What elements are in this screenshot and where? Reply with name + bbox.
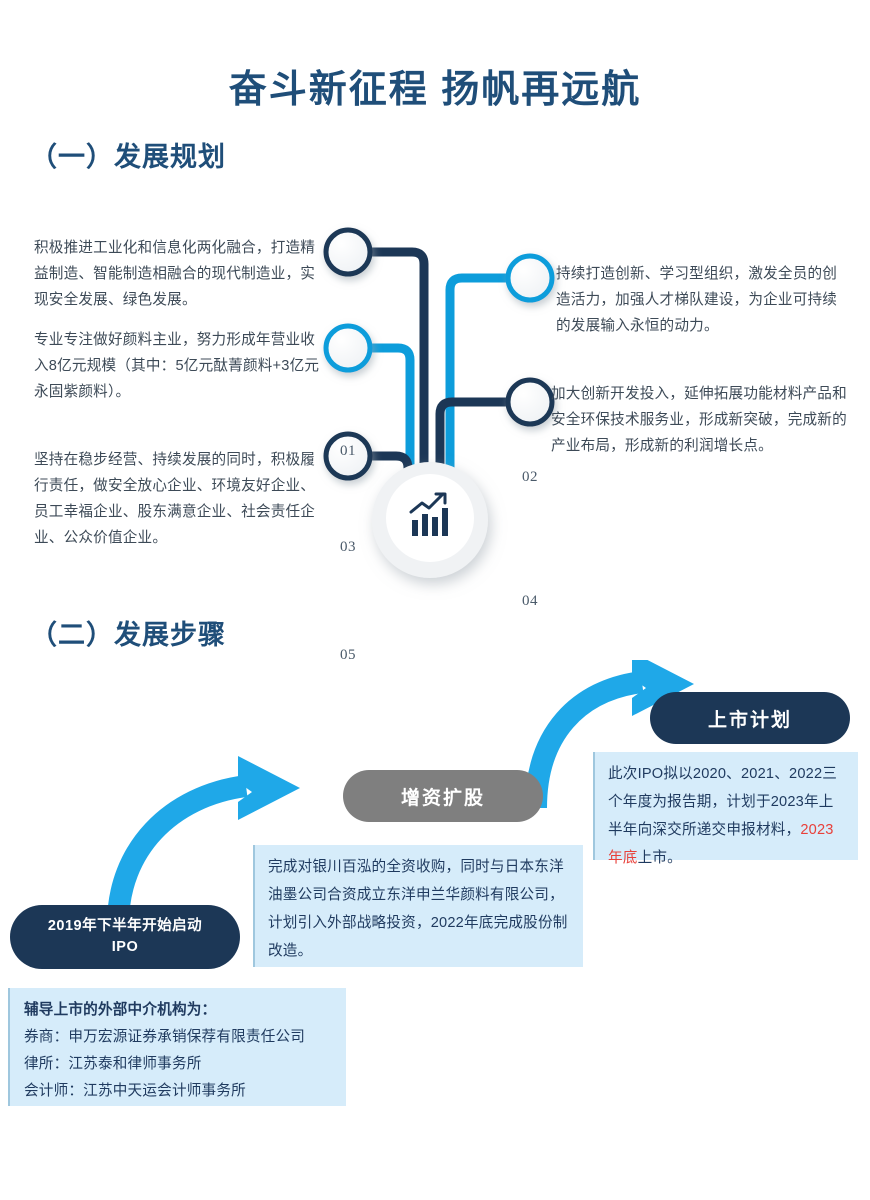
listing-text-part2: 上市。	[637, 850, 682, 867]
intermediary-agencies-box: 辅导上市的外部中介机构为： 券商：申万宏源证券承销保荐有限责任公司 律所：江苏泰…	[8, 988, 346, 1106]
plan-node-03[interactable]	[323, 323, 373, 373]
growth-bar-chart-icon	[409, 492, 448, 536]
ipo-start-line2: IPO	[111, 939, 139, 955]
step-pill-capital-increase[interactable]: 增资扩股	[343, 770, 543, 822]
plan-connector-lines	[323, 227, 555, 578]
plan-node-01[interactable]	[323, 227, 373, 277]
agencies-title: 辅导上市的外部中介机构为：	[24, 1002, 217, 1018]
capital-increase-info-box: 完成对银川百泓的全资收购，同时与日本东洋油墨公司合资成立东洋申兰华颜料有限公司，…	[253, 845, 583, 967]
plan-node-02[interactable]	[505, 253, 555, 303]
agencies-accountant: 会计师：江苏中天运会计师事务所	[24, 1082, 246, 1099]
section-heading-development-plan: （一）发展规划	[30, 142, 226, 172]
ipo-start-line1: 2019年下半年开始启动	[47, 917, 203, 934]
agencies-law-firm: 律所：江苏泰和律师事务所	[24, 1055, 202, 1072]
listing-text-highlight: 2023年底	[608, 822, 834, 867]
plan-description-05: 坚持在稳步经营、持续发展的同时，积极履行责任，做安全放心企业、环境友好企业、员工…	[34, 452, 316, 546]
plan-description-03: 专业专注做好颜料主业，努力形成年营业收入8亿元规模（其中：5亿元酞菁颜料+3亿元…	[34, 332, 320, 400]
listing-plan-info-box: 此次IPO拟以2020、2021、2022三个年度为报告期，计划于2023年上半…	[593, 752, 858, 866]
section-heading-development-steps: （二）发展步骤	[30, 620, 226, 650]
plan-description-02: 持续打造创新、学习型组织，激发全员的创造活力，加强人才梯队建设，为企业可持续的发…	[556, 266, 838, 334]
step-arrow-1-icon	[107, 756, 300, 925]
step-pill-ipo-start[interactable]: 2019年下半年开始启动 IPO	[10, 905, 240, 969]
agencies-broker: 券商：申万宏源证券承销保荐有限责任公司	[24, 1028, 306, 1045]
page-title: 奋斗新征程 扬帆再远航	[228, 69, 642, 111]
listing-text-part1: 此次IPO拟以2020、2021、2022三个年度为报告期，计划于2023年上半…	[608, 766, 838, 839]
plan-description-01: 积极推进工业化和信息化两化融合，打造精益制造、智能制造相融合的现代制造业，实现安…	[34, 240, 316, 308]
plan-node-04[interactable]	[505, 377, 555, 427]
development-plan-diagram: 01 02 03 04 05	[0, 200, 870, 663]
plan-node-05[interactable]	[323, 431, 373, 481]
plan-description-04: 加大创新开发投入，延伸拓展功能材料产品和安全环保技术服务业，形成新突破，完成新的…	[551, 386, 847, 454]
step-pill-listing-plan[interactable]: 上市计划	[650, 692, 850, 744]
